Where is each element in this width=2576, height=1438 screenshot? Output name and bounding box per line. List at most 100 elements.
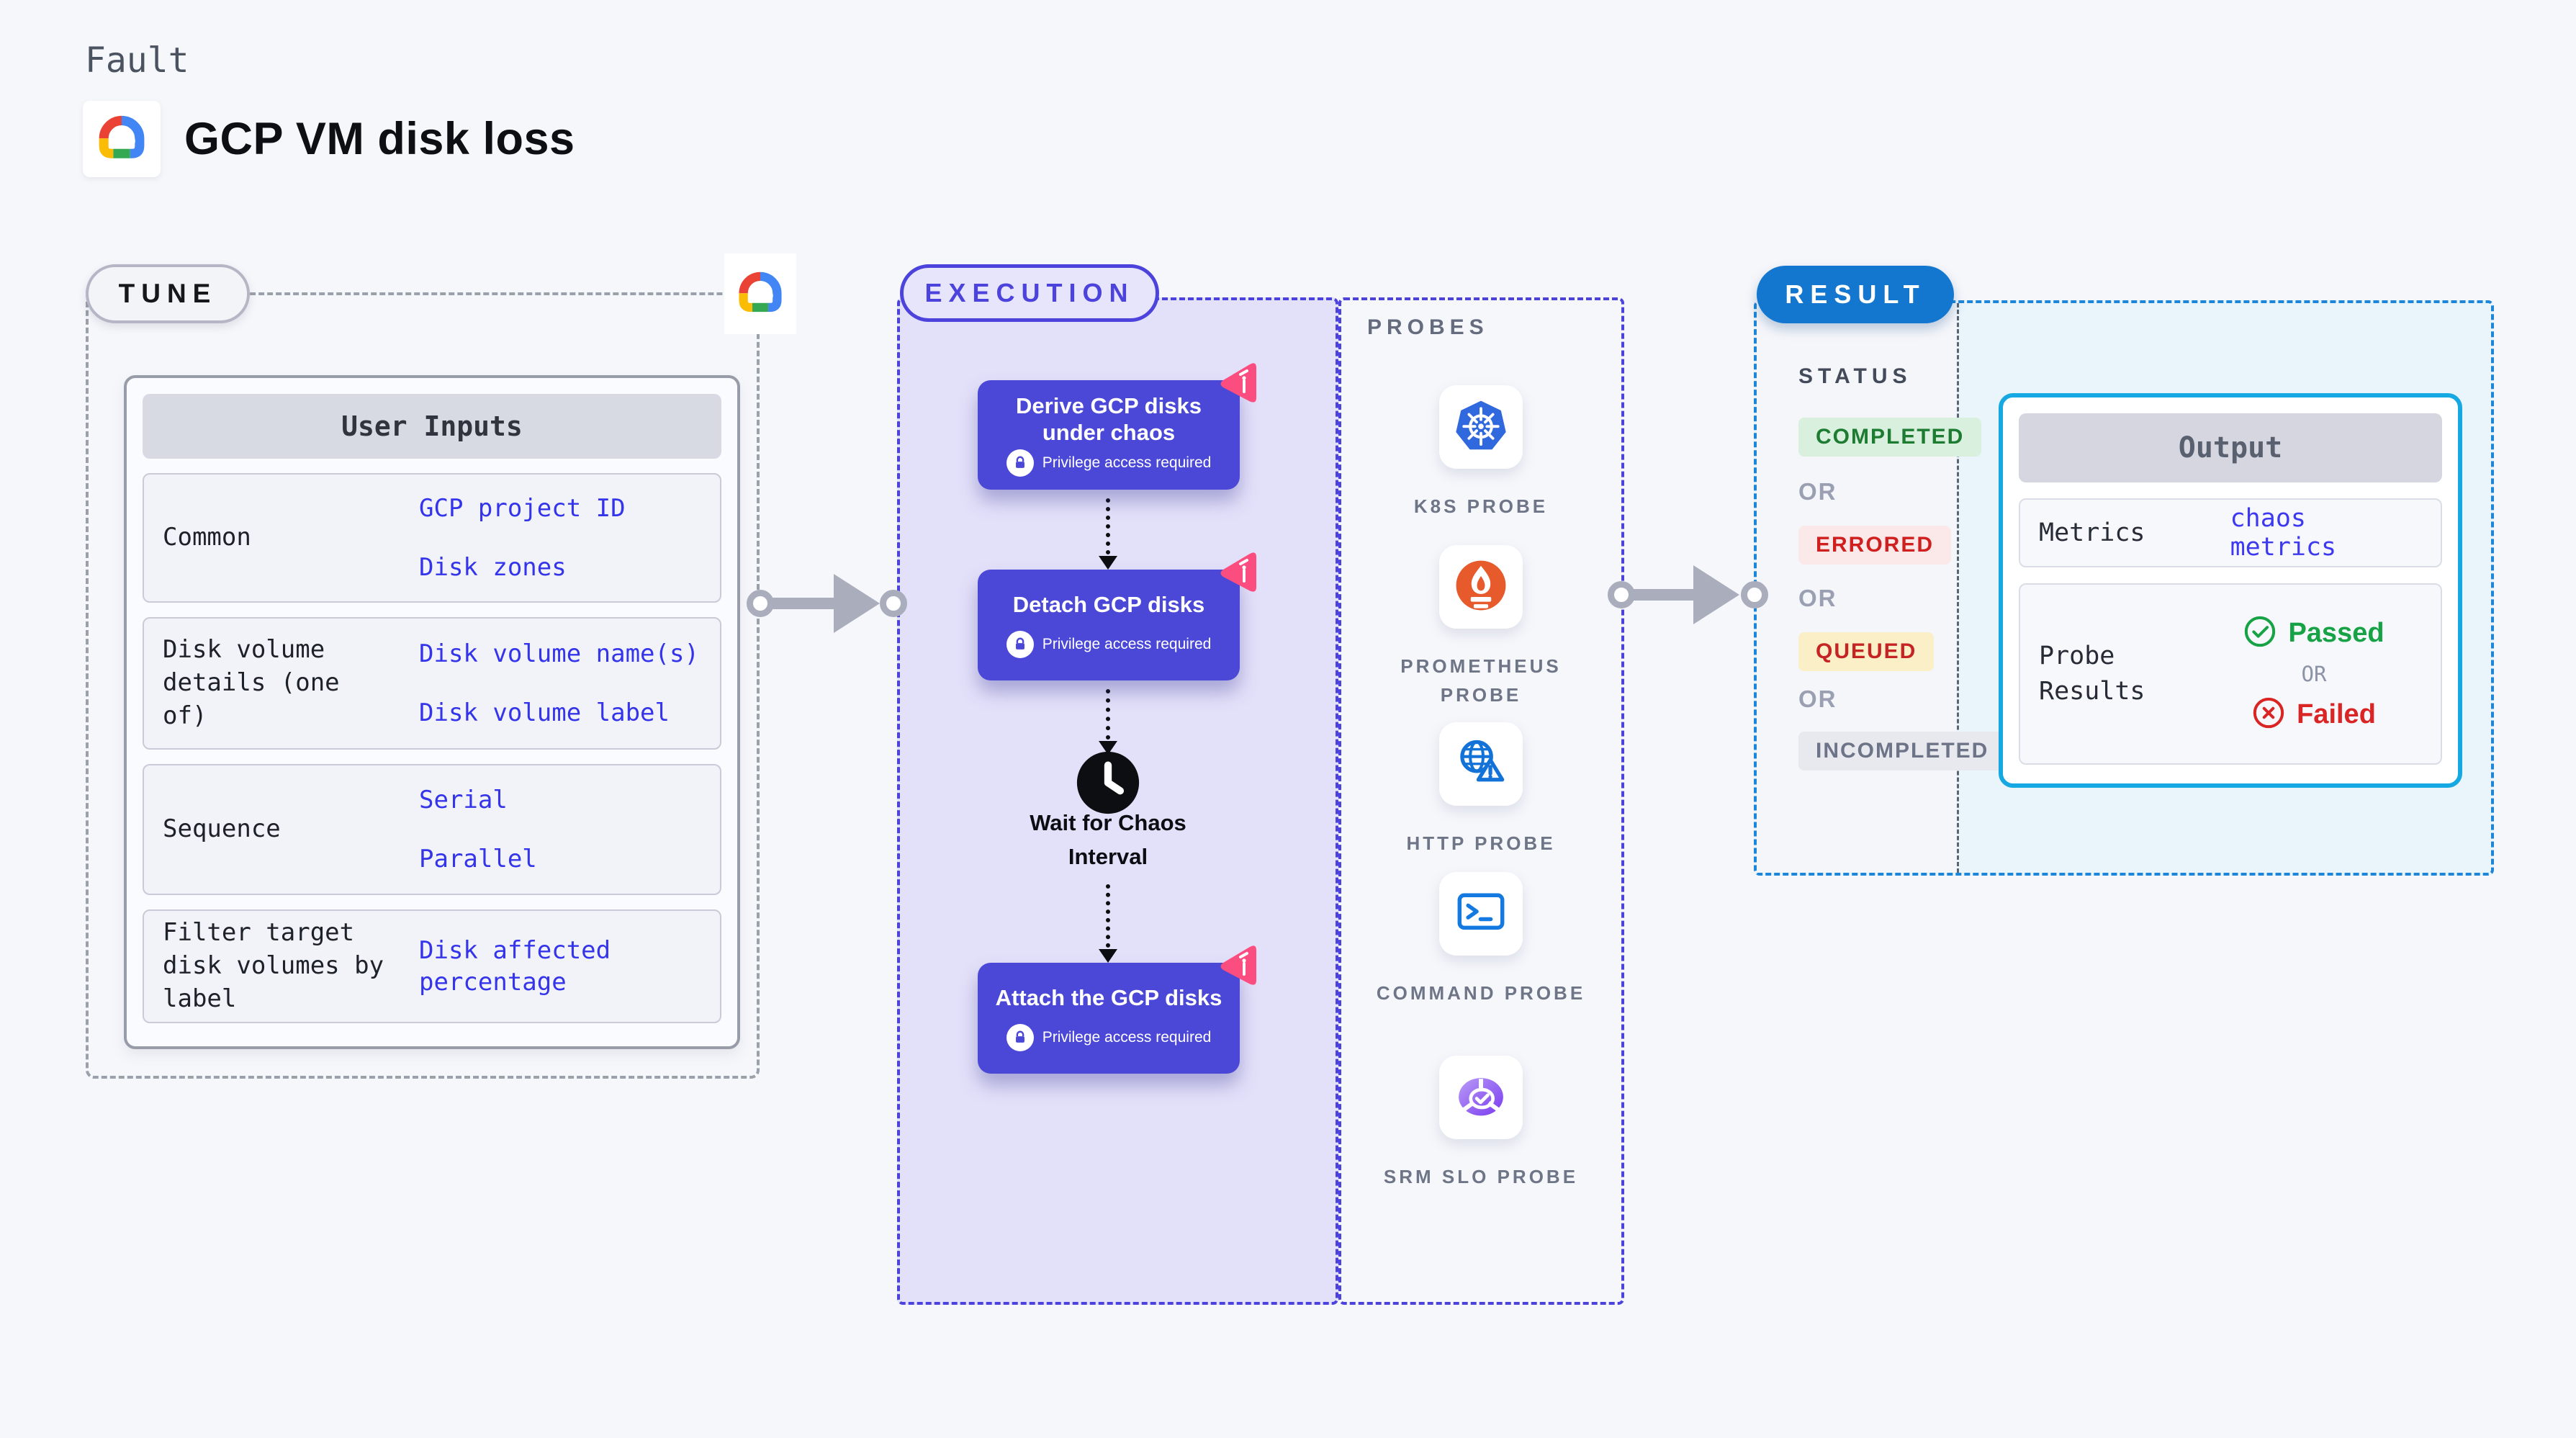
- probe-label: SRM SLO PROBE: [1383, 1166, 1579, 1187]
- status-heading: STATUS: [1798, 364, 1912, 388]
- or-separator: OR: [1798, 478, 1837, 505]
- or-separator: OR: [1798, 686, 1837, 712]
- privilege-badge-label: Privilege access required: [1042, 635, 1212, 652]
- probe-tile-http: [1439, 722, 1523, 806]
- flow-arrowhead-icon: [1099, 949, 1117, 963]
- gcp-cloud-icon: [731, 269, 789, 319]
- privilege-badge-label: Privilege access required: [1042, 1028, 1212, 1046]
- status-badge-completed: COMPLETED: [1798, 418, 1982, 457]
- status-badge-errored: ERRORED: [1798, 526, 1952, 565]
- terminal-icon: [1454, 885, 1508, 943]
- metrics-row: Metrics chaos metrics: [2019, 498, 2442, 567]
- passed-label: Passed: [2288, 618, 2384, 648]
- tune-pill: TUNE: [86, 264, 250, 323]
- flow-connector: [1106, 498, 1110, 554]
- failed-line: Failed: [2252, 696, 2376, 733]
- passed-line: Passed: [2243, 615, 2384, 652]
- circle-check-icon: [2243, 615, 2276, 652]
- connector-ring: [1608, 581, 1635, 608]
- failed-label: Failed: [2297, 699, 2376, 729]
- or-separator: OR: [2301, 662, 2327, 686]
- privilege-badge: Privilege access required: [1006, 1023, 1212, 1051]
- row-values: GCP project ID Disk zones: [387, 493, 711, 583]
- user-inputs-card: User Inputs Common GCP project ID Disk z…: [124, 375, 740, 1049]
- flow-connector: [1106, 884, 1110, 948]
- privilege-badge-label: Privilege access required: [1042, 454, 1212, 471]
- step-title: Derive GCP disks under chaos: [1016, 393, 1202, 445]
- input-link[interactable]: Disk zones: [419, 553, 567, 582]
- probe-results-values: Passed OR Failed: [2206, 615, 2422, 733]
- lock-icon: [1006, 630, 1034, 658]
- row-label: Filter target disk volumes by label: [163, 918, 384, 1013]
- lock-icon: [1006, 1023, 1034, 1051]
- probe-label: COMMAND PROBE: [1376, 982, 1586, 1004]
- metrics-label: Metrics: [2039, 518, 2145, 547]
- connector-ring: [880, 590, 907, 617]
- execution-pill: EXECUTION: [900, 264, 1159, 322]
- page-title: GCP VM disk loss: [184, 114, 575, 164]
- user-input-row-sequence: Sequence Serial Parallel: [143, 764, 721, 895]
- tune-to-execution-arrow: [767, 598, 844, 609]
- connector-ring: [1741, 581, 1768, 608]
- probe-label: K8S PROBE: [1413, 495, 1549, 517]
- step-title: Attach the GCP disks: [995, 985, 1222, 1011]
- kubernetes-icon: [1454, 398, 1508, 457]
- or-separator: OR: [1798, 585, 1837, 611]
- chaos-metrics-link[interactable]: chaos metrics: [2230, 504, 2337, 562]
- prometheus-icon: [1454, 558, 1508, 616]
- input-link[interactable]: Serial: [419, 785, 508, 814]
- output-header: Output: [2019, 413, 2442, 482]
- user-input-row-common: Common GCP project ID Disk zones: [143, 473, 721, 603]
- probes-heading: PROBES: [1367, 315, 1489, 339]
- probe-tile-prometheus: [1439, 545, 1523, 629]
- step-derive-gcp-disks: Derive GCP disks under chaos Privilege a…: [978, 380, 1240, 490]
- wait-for-chaos-interval-label: Wait for Chaos Interval: [1030, 810, 1186, 869]
- input-link[interactable]: Disk volume name(s): [419, 639, 699, 668]
- row-values: Disk volume name(s) Disk volume label: [387, 638, 711, 729]
- user-input-row-disk-volume: Disk volume details (one of) Disk volume…: [143, 617, 721, 750]
- step-attach-gcp-disks: Attach the GCP disks Privilege access re…: [978, 963, 1240, 1074]
- status-badge-incompleted: INCOMPLETED: [1798, 732, 2007, 770]
- probe-tile-srm-slo: [1439, 1056, 1523, 1139]
- gcp-cloud-icon: [91, 113, 152, 166]
- flow-connector: [1106, 689, 1110, 740]
- probe-tile-k8s: [1439, 385, 1523, 469]
- gcp-logo-box: [83, 101, 161, 177]
- input-link[interactable]: GCP project ID: [419, 493, 626, 523]
- clock-icon: [1076, 750, 1140, 815]
- status-column: [1757, 303, 1957, 873]
- user-input-row-filter: Filter target disk volumes by label Disk…: [143, 909, 721, 1023]
- probe-label: PROMETHEUS PROBE: [1400, 655, 1562, 706]
- probe-tile-command: [1439, 872, 1523, 956]
- circle-x-icon: [2252, 696, 2285, 733]
- privilege-badge: Privilege access required: [1006, 630, 1212, 658]
- step-detach-gcp-disks: Detach GCP disks Privilege access requir…: [978, 570, 1240, 680]
- row-values: Disk affected percentage: [387, 935, 711, 998]
- tune-section-outline: [86, 292, 760, 1079]
- slo-gauge-check-icon: [1454, 1069, 1508, 1127]
- result-pill: RESULT: [1757, 266, 1954, 323]
- arrowhead-icon: [834, 574, 880, 633]
- probes-panel: [1338, 297, 1624, 1305]
- input-link[interactable]: Parallel: [419, 845, 537, 873]
- row-label: Disk volume details (one of): [163, 635, 340, 730]
- input-link[interactable]: Disk affected percentage: [419, 935, 611, 997]
- probe-label: HTTP PROBE: [1406, 832, 1556, 854]
- probe-results-row: Probe Results Passed OR: [2019, 583, 2442, 765]
- litmus-chaos-icon: [1217, 548, 1263, 594]
- row-values: Serial Parallel: [387, 784, 711, 875]
- lock-icon: [1006, 449, 1034, 477]
- fault-kicker: Fault: [85, 40, 189, 81]
- litmus-chaos-icon: [1217, 359, 1263, 405]
- status-divider: [1957, 303, 1959, 873]
- probes-to-result-arrow: [1629, 589, 1703, 601]
- flow-arrowhead-icon: [1099, 741, 1117, 755]
- flow-arrowhead-icon: [1099, 556, 1117, 570]
- user-inputs-header: User Inputs: [143, 394, 721, 459]
- row-label: Sequence: [163, 814, 281, 844]
- input-link[interactable]: Disk volume label: [419, 698, 670, 727]
- litmus-chaos-icon: [1217, 941, 1263, 987]
- probe-results-label: Probe Results: [2039, 642, 2145, 706]
- http-globe-warning-icon: [1454, 735, 1508, 794]
